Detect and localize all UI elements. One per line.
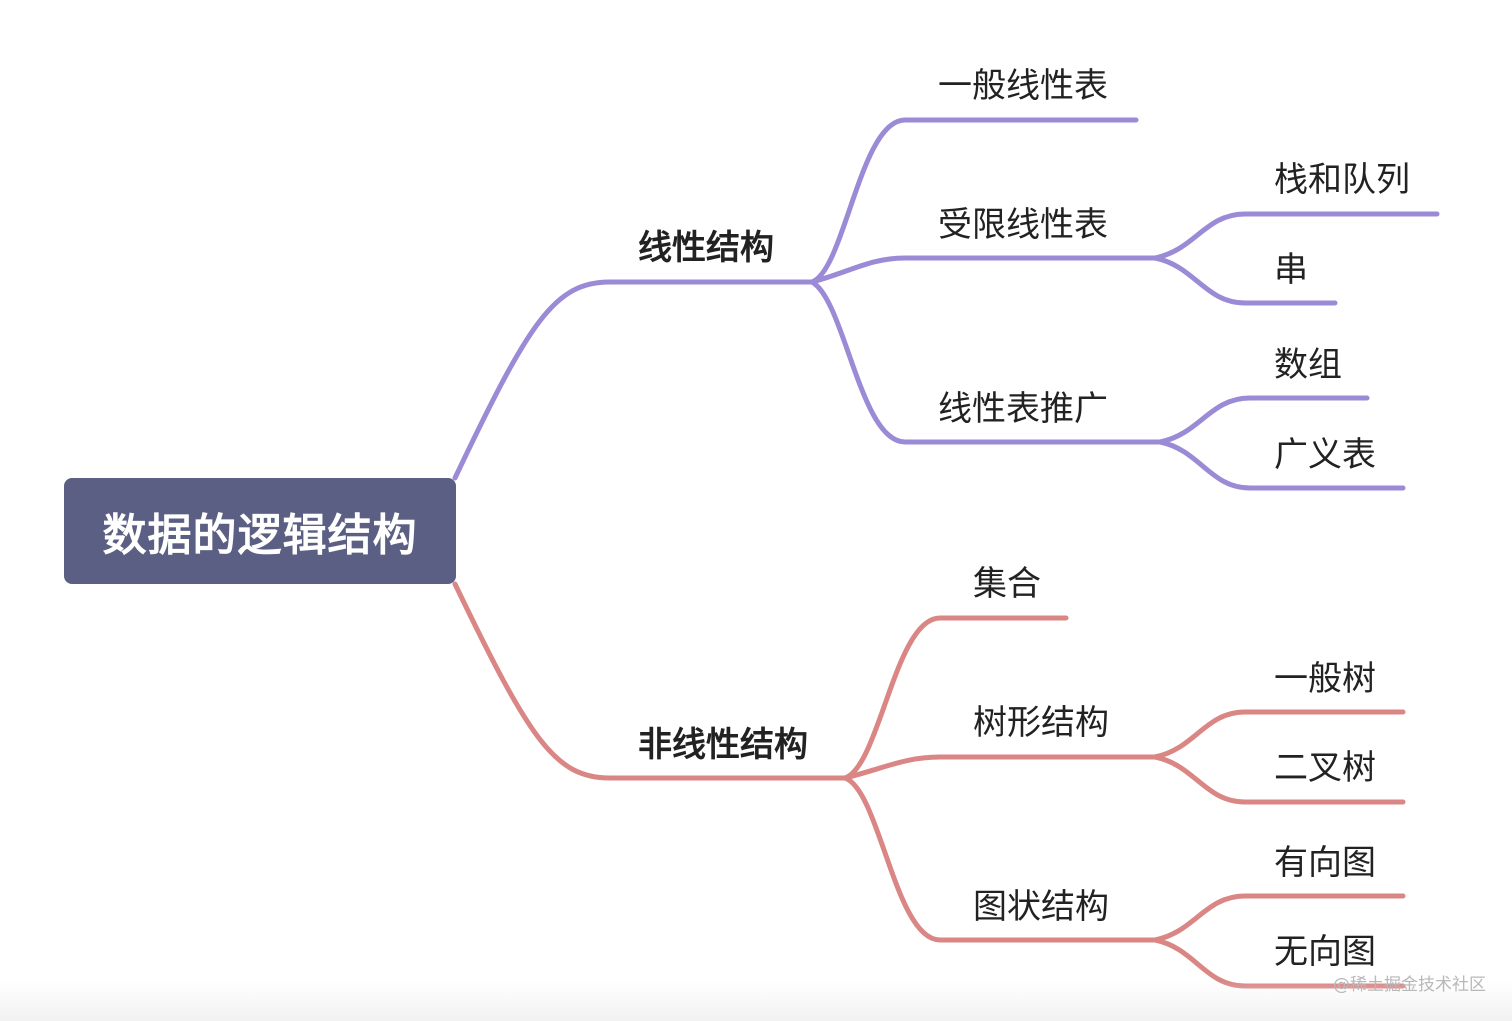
node-directed-graph[interactable]: 有向图: [1274, 843, 1376, 883]
node-binary-tree[interactable]: 二叉树: [1274, 748, 1376, 788]
edge-linear-extension: [809, 279, 1163, 445]
edge-nonlinear-set: [842, 615, 1069, 781]
node-nonlinear-structure[interactable]: 非线性结构: [638, 725, 808, 765]
watermark: @稀土掘金技术社区: [1333, 975, 1486, 995]
node-general-tree[interactable]: 一般树: [1274, 659, 1376, 699]
node-stack-and-queue[interactable]: 栈和队列: [1274, 160, 1410, 200]
node-array[interactable]: 数组: [1274, 345, 1342, 385]
edge-graph-directed: [1152, 893, 1406, 943]
root-node-label: 数据的逻辑结构: [102, 510, 418, 561]
node-generalized-list[interactable]: 广义表: [1274, 435, 1376, 475]
edge-restricted-string: [1152, 255, 1338, 306]
node-linear-structure[interactable]: 线性结构: [638, 228, 774, 268]
node-graph-structure[interactable]: 图状结构: [973, 887, 1109, 927]
edge-linear-restricted: [809, 255, 1158, 285]
node-undirected-graph[interactable]: 无向图: [1274, 932, 1376, 972]
edge-tree-general: [1152, 709, 1406, 760]
edge-linear-general: [809, 117, 1139, 285]
edge-restricted-stack: [1152, 211, 1440, 261]
edge-root-linear: [452, 279, 815, 481]
edge-extension-array: [1157, 395, 1370, 445]
node-restricted-linear-list[interactable]: 受限线性表: [938, 205, 1108, 245]
node-string[interactable]: 串: [1274, 250, 1308, 290]
bottom-fade: [0, 981, 1512, 1021]
edge-root-nonlinear: [452, 581, 848, 781]
node-tree-structure[interactable]: 树形结构: [973, 703, 1109, 743]
node-linear-list-extension[interactable]: 线性表推广: [938, 389, 1108, 429]
node-general-linear-list[interactable]: 一般线性表: [938, 66, 1108, 106]
nonlinear-branch-edges: [452, 581, 1406, 989]
edge-extension-generalized: [1157, 439, 1406, 491]
linear-branch-edges: [452, 117, 1440, 491]
root-node[interactable]: 数据的逻辑结构: [64, 478, 456, 584]
edge-tree-binary: [1152, 754, 1406, 805]
edge-nonlinear-graph: [842, 775, 1158, 943]
edge-nonlinear-tree: [842, 754, 1158, 781]
node-set[interactable]: 集合: [973, 564, 1041, 604]
